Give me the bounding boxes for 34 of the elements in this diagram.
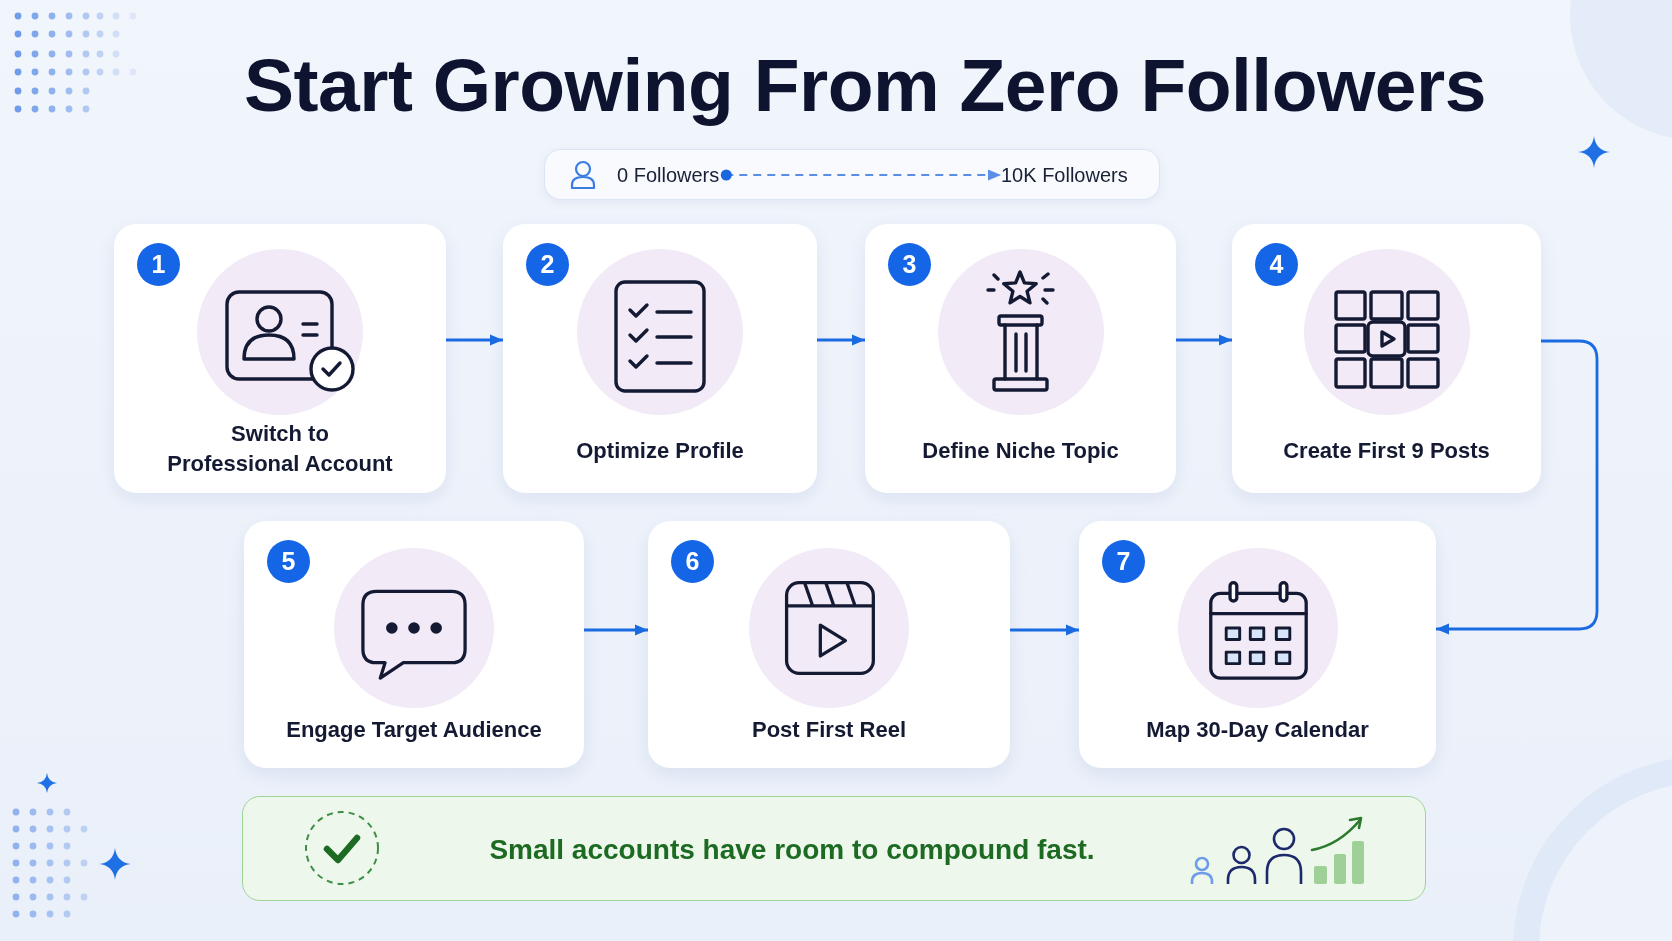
step-card [114,224,446,493]
step-card [865,224,1176,493]
step-card [503,224,817,493]
follower-count: 0 Followers [617,163,720,187]
step-number-badge: 3 [888,243,931,286]
step-label: Define Niche Topic [922,437,1119,465]
arrow [1010,624,1079,636]
note-text: Small accounts have room to compound fast. [489,833,1095,867]
follower-count: 10K Followers [1001,163,1128,187]
arrow [817,334,865,346]
arrow [1436,339,1599,635]
step-number-badge: 6 [671,540,714,583]
step-label: Switch to Professional Account [166,420,394,478]
step-label: Map 30-Day Calendar [1146,716,1369,744]
note-banner [242,796,1426,901]
arrow [718,169,1002,181]
arrow [584,624,648,636]
step-label: Post First Reel [752,716,906,744]
step-number-badge: 2 [526,243,569,286]
step-number-badge: 7 [1102,540,1145,583]
step-card [1232,224,1541,493]
step-card [244,521,584,768]
progress-pill [544,149,1160,200]
step-number-badge: 1 [137,243,180,286]
step-card [648,521,1010,768]
step-label: Create First 9 Posts [1283,437,1490,465]
step-label: Optimize Profile [576,437,744,465]
step-label: Engage Target Audience [286,716,542,744]
step-card [1079,521,1436,768]
arrow [1176,334,1232,346]
step-number-badge: 4 [1255,243,1298,286]
title: Start Growing From Zero Followers [244,43,1486,127]
step-number-badge: 5 [267,540,310,583]
arrow [446,334,503,346]
